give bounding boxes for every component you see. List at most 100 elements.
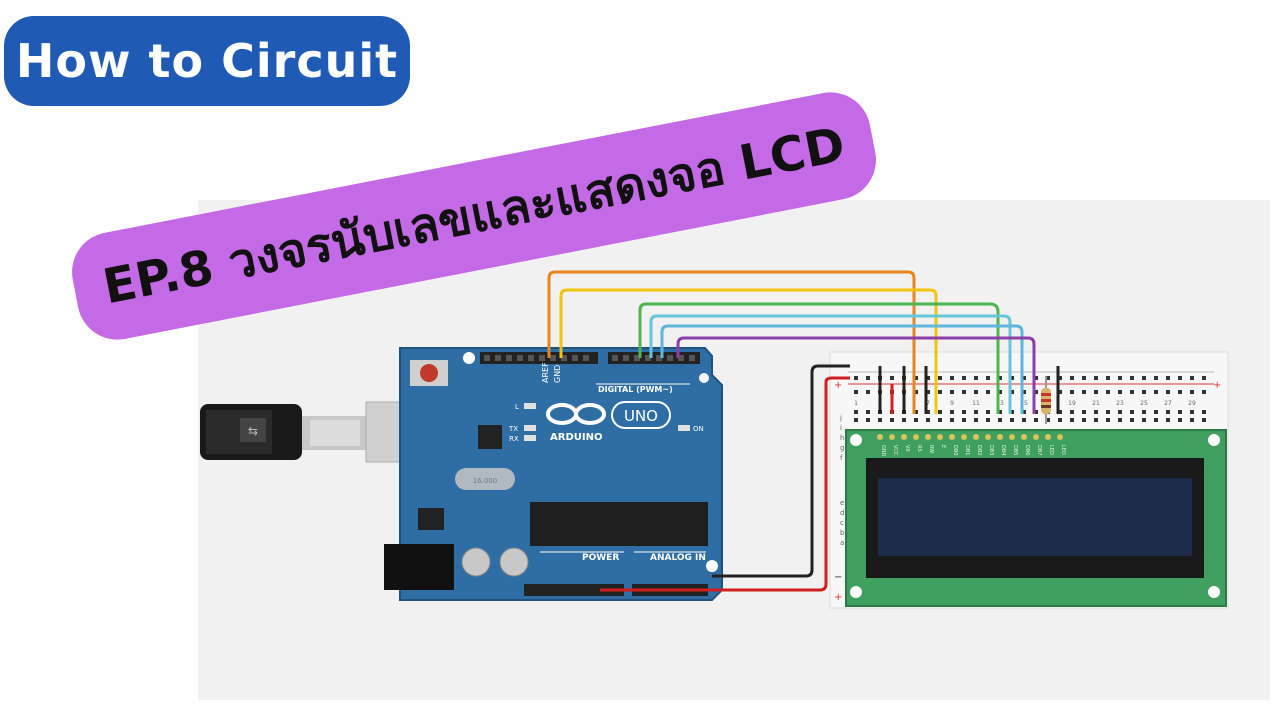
wire-orange [547,270,916,414]
lcd-pin-label: LED [1060,445,1066,455]
aref-label: AREF [541,362,550,383]
breadboard-hole [866,390,870,394]
breadboard-hole [986,418,990,422]
lcd-pin-label: DB5 [1012,445,1018,455]
breadboard-hole [878,418,882,422]
breadboard-hole [1142,418,1146,422]
breadboard-hole [1034,376,1038,380]
breadboard-column-number: 23 [1116,400,1124,407]
breadboard-hole [1118,418,1122,422]
breadboard-hole [1178,376,1182,380]
breadboard-hole [914,418,918,422]
breadboard-hole [1154,410,1158,414]
jumper-wires[interactable] [547,270,1060,592]
breadboard-hole [1034,390,1038,394]
resistor[interactable] [1041,376,1051,424]
power-header-label: POWER [582,553,619,563]
rail-plus-label-bottom: + [834,592,842,603]
lcd-pin-label: DB0 [952,445,958,455]
arduino-board[interactable]: AREF GND DIGITAL (PWM~) L TX RX ON ARDUI… [384,347,723,601]
lcd-pin-label: GND [880,445,886,457]
power-jack[interactable] [384,544,454,590]
atmega-chip [530,502,708,546]
breadboard-hole [914,376,918,380]
breadboard-hole [902,418,906,422]
breadboard-hole [890,418,894,422]
breadboard-row-letter: i [840,424,842,432]
breadboard-hole [1166,410,1170,414]
breadboard-row-letter: e [840,499,844,507]
arduino-logo-icon [546,403,606,425]
breadboard-hole [1118,390,1122,394]
breadboard-hole [926,410,930,414]
lcd-pin [949,434,955,440]
breadboard-hole [950,418,954,422]
lcd-pin-label: RS [916,445,922,452]
breadboard-hole [974,418,978,422]
breadboard-hole [1070,376,1074,380]
breadboard-hole [1130,418,1134,422]
breadboard-hole [998,418,1002,422]
digital-header-label: DIGITAL (PWM~) [598,385,673,394]
breadboard-hole [1106,418,1110,422]
breadboard-hole [1046,418,1050,422]
wire-green [638,302,1000,414]
breadboard-hole [1058,390,1062,394]
lcd-pin [925,434,931,440]
breadboard-hole [974,376,978,380]
lcd-pin [1021,434,1027,440]
breadboard-hole [1094,390,1098,394]
usb-chip [478,425,502,449]
breadboard-hole [1082,376,1086,380]
breadboard-hole [1130,390,1134,394]
breadboard-column-number: 15 [1020,400,1028,407]
lcd-pin [901,434,907,440]
rail-plus-label-left: + [834,380,842,391]
breadboard-hole [1106,390,1110,394]
breadboard-hole [1094,376,1098,380]
breadboard-row-letter: c [840,519,844,527]
breadboard-row-letter: f [840,454,843,462]
breadboard-hole [998,410,1002,414]
breadboard-hole [866,418,870,422]
lcd-pin-label: DB2 [976,445,982,455]
lcd-pin [937,434,943,440]
breadboard-hole [1178,390,1182,394]
led-tx-label: TX [508,425,518,433]
breadboard-hole [926,418,930,422]
lcd-pin [985,434,991,440]
arduino-model-label: UNO [624,407,658,425]
breadboard-column-number: 1 [854,400,858,407]
breadboard-hole [1106,376,1110,380]
breadboard-hole [950,390,954,394]
breadboard-hole [962,390,966,394]
crystal-label: 16.000 [473,477,498,485]
breadboard-hole [866,376,870,380]
lcd-pin [973,434,979,440]
breadboard-hole [938,410,942,414]
wire-black-gnd [712,364,850,578]
breadboard-row-letter: d [840,509,844,517]
breadboard-hole [866,410,870,414]
breadboard-hole [1010,418,1014,422]
lcd-pin [961,434,967,440]
breadboard-hole [1022,390,1026,394]
breadboard-hole [1082,410,1086,414]
breadboard-hole [962,410,966,414]
breadboard-hole [1010,390,1014,394]
breadboard-hole [1022,376,1026,380]
breadboard-hole [1202,390,1206,394]
breadboard-hole [1202,418,1206,422]
crystal [455,468,515,490]
breadboard-hole [1082,418,1086,422]
breadboard-hole [854,390,858,394]
breadboard-hole [1022,410,1026,414]
breadboard-hole [1034,418,1038,422]
breadboard-hole [1094,418,1098,422]
breadboard-column-number: 7 [926,400,930,407]
breadboard-hole [1178,418,1182,422]
lcd-screen [878,478,1192,556]
